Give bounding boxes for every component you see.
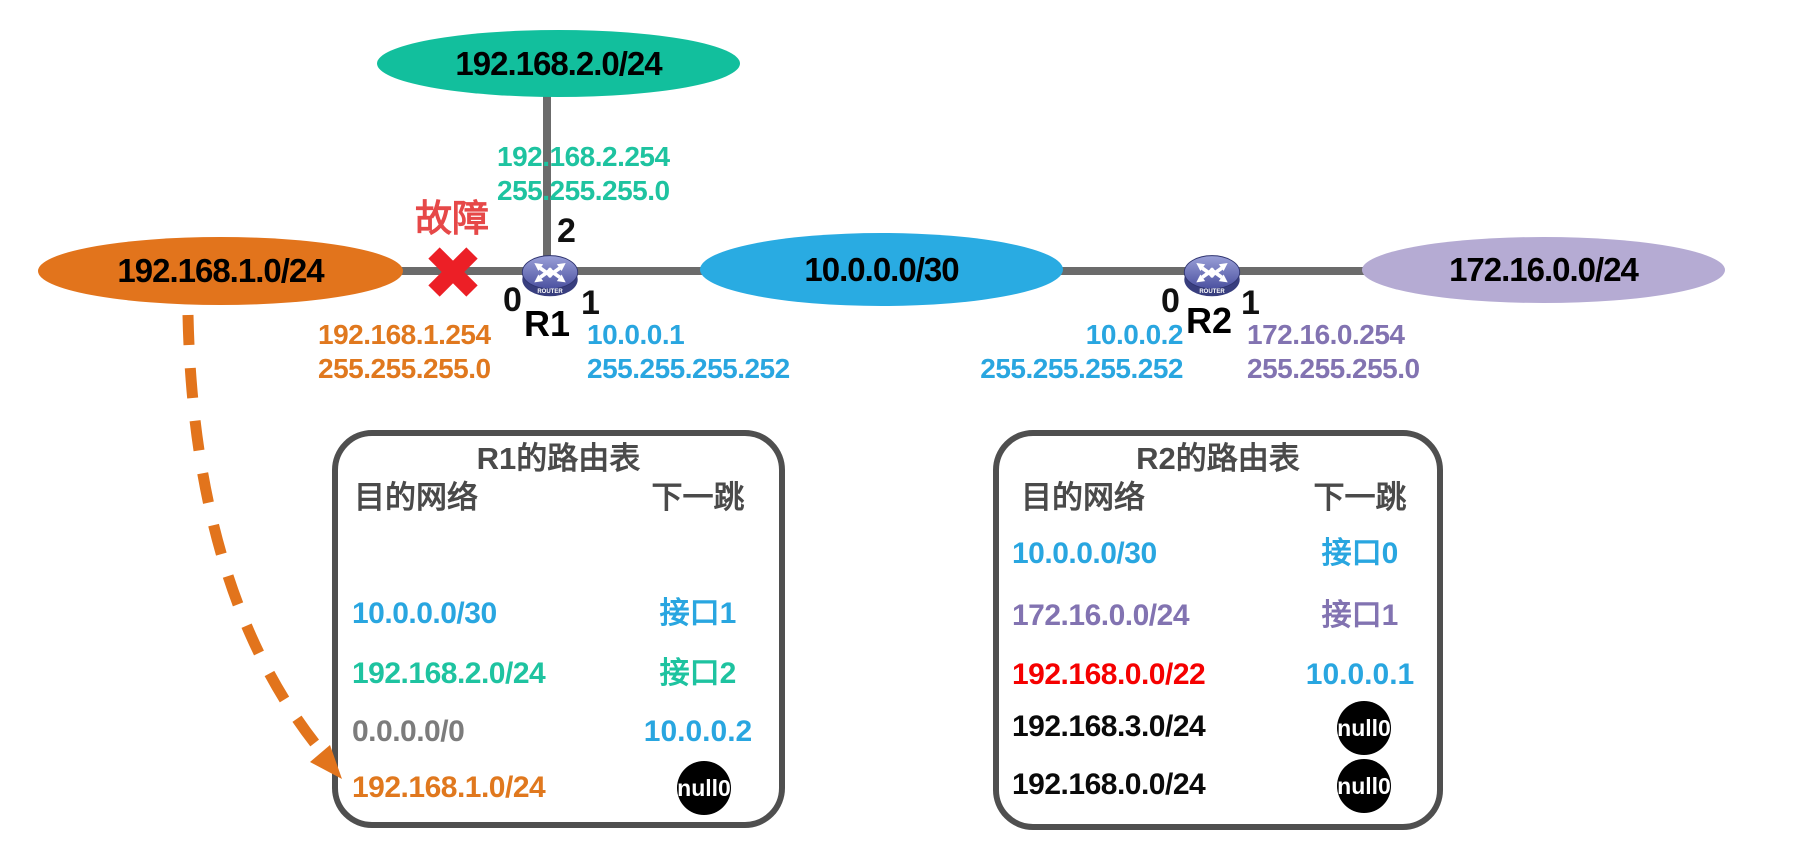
network-label: 172.16.0.0/24	[1449, 251, 1639, 288]
network-label: 192.168.2.0/24	[455, 44, 662, 82]
fault-x-icon	[428, 247, 478, 297]
network-ellipse-lan1: 192.168.1.0/24	[38, 237, 403, 305]
fault-label: 故障	[415, 198, 489, 239]
null0-badge: null0	[677, 761, 731, 815]
network-ellipse-wan: 10.0.0.0/30	[700, 233, 1063, 306]
null0-badge: null0	[1337, 701, 1391, 755]
subnet-mask: 255.255.255.0	[1247, 353, 1420, 384]
r1-interface-1-label: 1	[581, 284, 600, 322]
ip-address: 172.16.0.254	[1247, 319, 1405, 350]
network-ellipse-172: 172.16.0.0/24	[1362, 237, 1725, 303]
ip-address: 192.168.1.254	[318, 319, 491, 350]
network-label: 192.168.1.0/24	[117, 252, 324, 289]
r1-if1-ip-block: 10.0.0.1 255.255.255.252	[587, 318, 790, 386]
subnet-mask: 255.255.255.0	[318, 353, 491, 384]
table-row-nexthop: 10.0.0.2	[643, 715, 753, 748]
r2-routing-table: R2的路由表 目的网络 下一跳 10.0.0.0/30 接口0 172.16.0…	[993, 430, 1443, 830]
subnet-mask: 255.255.255.252	[587, 353, 790, 384]
r1-if2-ip-block: 192.168.2.254 255.255.255.0	[497, 140, 670, 208]
ip-address: 10.0.0.1	[587, 319, 685, 350]
column-header-destination: 目的网络	[354, 480, 478, 515]
router-r2-name: R2	[1186, 300, 1233, 341]
table-row-dest: 192.168.2.0/24	[352, 657, 546, 690]
table-row-nexthop: 10.0.0.1	[1305, 658, 1415, 691]
network-ellipse-lan2: 192.168.2.0/24	[377, 30, 740, 97]
r1-interface-0-label: 0	[503, 281, 522, 319]
null0-badge: null0	[1337, 759, 1391, 813]
table-row-dest: 192.168.1.0/24	[352, 771, 546, 804]
router-r2-icon: ROUTER	[1183, 255, 1241, 297]
table-row-nexthop: 接口0	[1321, 537, 1399, 570]
column-header-nexthop: 下一跳	[1313, 480, 1407, 515]
router-icon-caption: ROUTER	[537, 289, 563, 295]
network-label: 10.0.0.0/30	[804, 250, 959, 288]
table-row-nexthop: 接口2	[659, 657, 737, 690]
subnet-mask: 255.255.255.0	[497, 175, 670, 206]
column-header-nexthop: 下一跳	[651, 480, 745, 515]
table-title: R1的路由表	[476, 441, 641, 476]
table-row-dest: 10.0.0.0/30	[352, 597, 497, 630]
column-header-destination: 目的网络	[1021, 480, 1145, 515]
table-row-dest: 172.16.0.0/24	[1012, 599, 1190, 632]
table-row-nexthop: 接口1	[659, 597, 737, 630]
ip-address: 10.0.0.2	[1085, 319, 1184, 350]
table-row-dest: 0.0.0.0/0	[352, 715, 465, 748]
r1-interface-2-label: 2	[557, 212, 576, 250]
table-row-dest: 192.168.0.0/24	[1012, 768, 1206, 801]
r2-if0-ip-block: 10.0.0.2 255.255.255.252	[945, 318, 1183, 386]
router-r1-name: R1	[524, 303, 571, 344]
table-row-dest: 192.168.3.0/24	[1012, 710, 1206, 743]
ip-address: 192.168.2.254	[497, 141, 670, 172]
router-icon-caption: ROUTER	[1199, 289, 1225, 295]
r2-if1-ip-block: 172.16.0.254 255.255.255.0	[1247, 318, 1420, 386]
subnet-mask: 255.255.255.252	[980, 353, 1183, 384]
table-row-nexthop: 接口1	[1321, 599, 1399, 632]
r2-interface-1-label: 1	[1241, 284, 1260, 322]
r1-if0-ip-block: 192.168.1.254 255.255.255.0	[318, 318, 491, 386]
r2-interface-0-label: 0	[1161, 282, 1180, 320]
r1-routing-table: R1的路由表 目的网络 下一跳 10.0.0.0/30 接口1 192.168.…	[332, 430, 785, 828]
table-title: R2的路由表	[1136, 441, 1300, 476]
router-r1-icon: ROUTER	[521, 255, 579, 297]
table-row-dest: 192.168.0.0/22	[1012, 658, 1206, 691]
table-row-dest: 10.0.0.0/30	[1012, 537, 1157, 570]
